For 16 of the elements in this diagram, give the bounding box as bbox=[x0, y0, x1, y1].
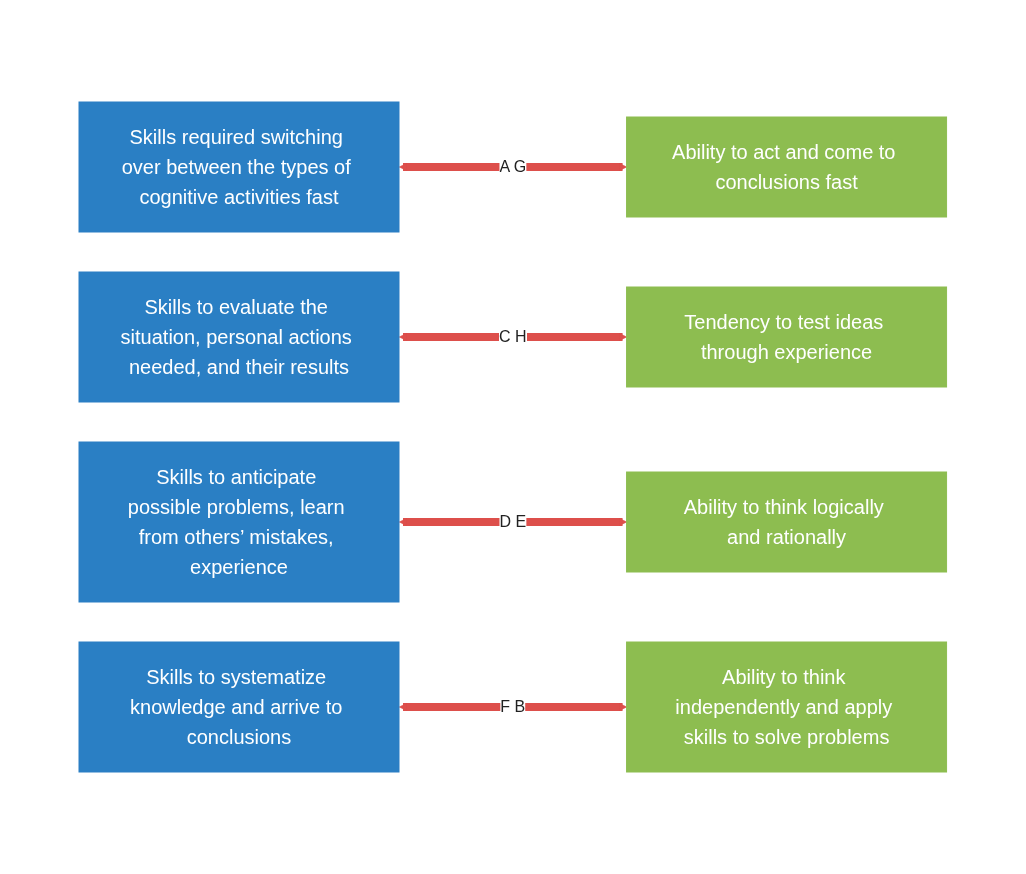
node-box: Skills to evaluate the situation, personal actions needed, and their results bbox=[78, 271, 400, 403]
edge-label: C H bbox=[499, 328, 527, 345]
node-box: Skills required switching over between the types of cognitive activities fast bbox=[78, 101, 400, 233]
edge-label: A G bbox=[499, 158, 527, 175]
node-box: Ability to act and come to conclusions fast bbox=[626, 116, 948, 218]
node-box: Ability to think logically and rationally bbox=[626, 471, 948, 573]
edge-label: D E bbox=[499, 513, 527, 530]
arrow bbox=[399, 702, 628, 712]
arrow bbox=[399, 332, 628, 342]
node-box: Tendency to test ideas through experience bbox=[626, 286, 948, 388]
arrow bbox=[399, 517, 628, 527]
node-box: Skills to anticipate possible problems, learn from others’ mistakes, experience bbox=[78, 441, 400, 603]
edge-label: F B bbox=[500, 698, 526, 715]
arrow bbox=[399, 162, 628, 172]
node-box: Skills to systematize knowledge and arrive to conclusions bbox=[78, 641, 400, 773]
node-box: Ability to think independently and apply skills to solve problems bbox=[626, 641, 948, 773]
